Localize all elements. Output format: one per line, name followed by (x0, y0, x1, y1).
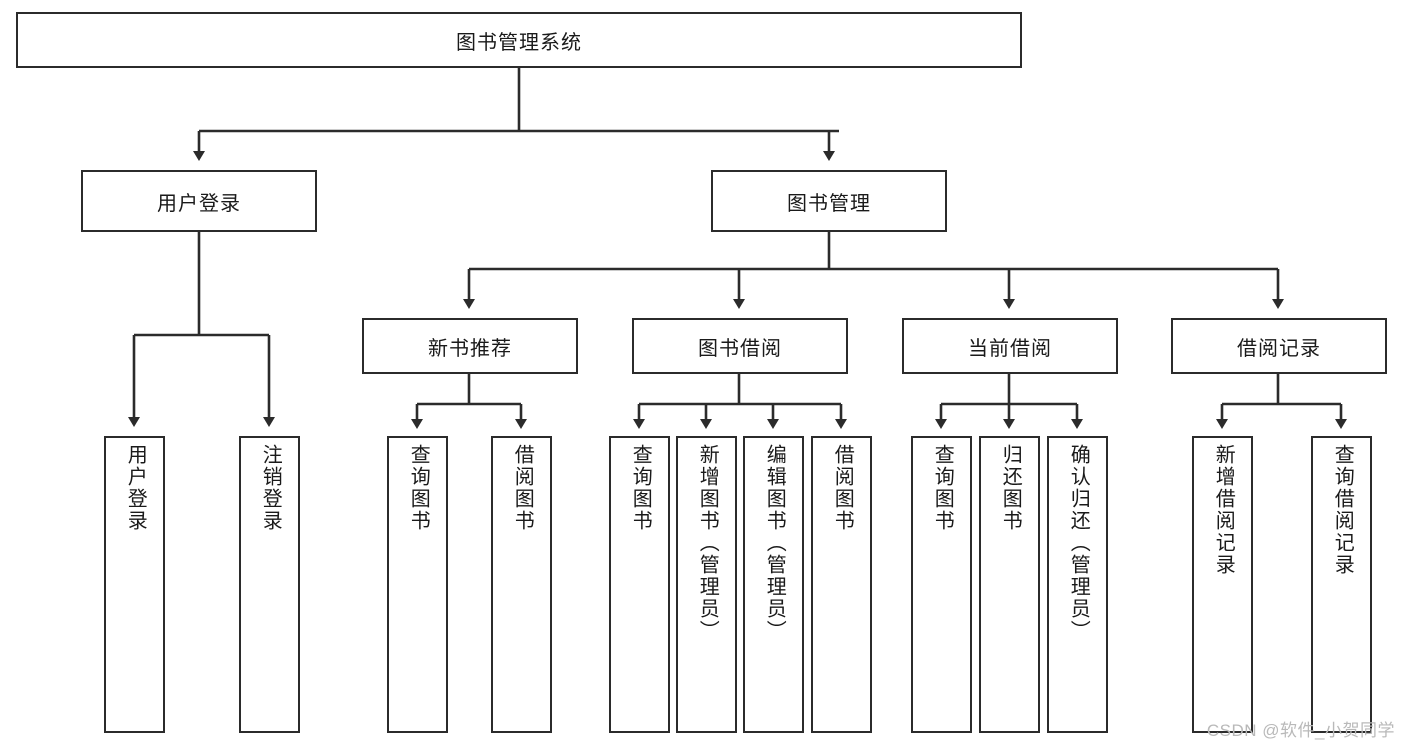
leaf-label: 确认归还（管理员） (1067, 444, 1090, 642)
leaf-label: 编辑图书（管理员） (763, 444, 786, 642)
node-root-label: 图书管理系统 (456, 31, 582, 54)
leaf-new-book-borrow[interactable]: 借阅图书 (491, 436, 552, 733)
node-borrow-record[interactable]: 借阅记录 (1171, 318, 1387, 374)
leaf-borrow-record-query[interactable]: 查询借阅记录 (1311, 436, 1372, 733)
leaf-user-login-login[interactable]: 用户登录 (104, 436, 165, 733)
node-user-login-label: 用户登录 (157, 192, 241, 215)
leaf-label: 借阅图书 (831, 444, 854, 532)
watermark: CSDN @软件_小贺同学 (1206, 721, 1395, 740)
leaf-label: 借阅图书 (511, 444, 534, 532)
leaf-label: 用户登录 (124, 444, 147, 532)
leaf-label: 查询借阅记录 (1331, 444, 1354, 576)
node-root[interactable]: 图书管理系统 (16, 12, 1022, 68)
leaf-label: 查询图书 (407, 444, 430, 532)
leaf-label: 查询图书 (931, 444, 954, 532)
node-current-borrow[interactable]: 当前借阅 (902, 318, 1118, 374)
leaf-current-borrow-query[interactable]: 查询图书 (911, 436, 972, 733)
leaf-book-borrow-edit[interactable]: 编辑图书（管理员） (743, 436, 804, 733)
node-book-management-label: 图书管理 (787, 192, 871, 215)
node-new-book-recommend[interactable]: 新书推荐 (362, 318, 578, 374)
leaf-book-borrow-borrow[interactable]: 借阅图书 (811, 436, 872, 733)
leaf-current-borrow-confirm[interactable]: 确认归还（管理员） (1047, 436, 1108, 733)
leaf-label: 归还图书 (999, 444, 1022, 532)
leaf-label: 新增图书（管理员） (696, 444, 719, 642)
node-book-borrow-label: 图书借阅 (698, 337, 782, 360)
leaf-book-borrow-query[interactable]: 查询图书 (609, 436, 670, 733)
node-new-book-recommend-label: 新书推荐 (428, 337, 512, 360)
leaf-new-book-query[interactable]: 查询图书 (387, 436, 448, 733)
leaf-label: 新增借阅记录 (1212, 444, 1235, 576)
node-borrow-record-label: 借阅记录 (1237, 337, 1321, 360)
node-user-login[interactable]: 用户登录 (81, 170, 317, 232)
leaf-label: 注销登录 (259, 444, 282, 532)
leaf-current-borrow-return[interactable]: 归还图书 (979, 436, 1040, 733)
leaf-user-login-logout[interactable]: 注销登录 (239, 436, 300, 733)
leaf-book-borrow-add[interactable]: 新增图书（管理员） (676, 436, 737, 733)
node-current-borrow-label: 当前借阅 (968, 337, 1052, 360)
node-book-borrow[interactable]: 图书借阅 (632, 318, 848, 374)
node-book-management[interactable]: 图书管理 (711, 170, 947, 232)
leaf-borrow-record-add[interactable]: 新增借阅记录 (1192, 436, 1253, 733)
leaf-label: 查询图书 (629, 444, 652, 532)
